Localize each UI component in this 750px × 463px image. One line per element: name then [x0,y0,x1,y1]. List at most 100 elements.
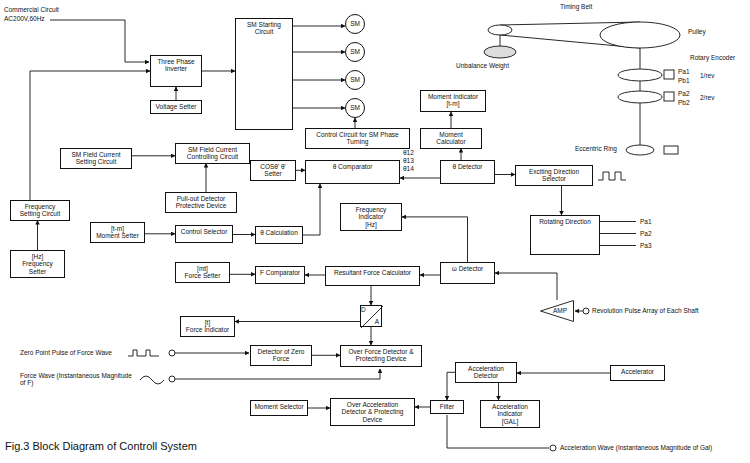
block-text: [GAL] [484,418,536,425]
connector [495,273,557,300]
pulse-wave [598,172,626,180]
block-text: SM [350,76,360,83]
block-text: Moment Calculator [424,131,478,146]
text-label: AC200V,60Hz [4,15,45,22]
block-box: Moment Selector [250,400,308,416]
motor-circle: SM [345,14,365,34]
block-text: Exciting Direction Selector [519,168,589,183]
block-text: Moment Setter [94,232,141,239]
block-box: Moment Indicator[t-m] [420,90,486,112]
block-box: Over Force Detector & Protecting Device [340,345,422,367]
text-label: Timing Belt [560,3,592,10]
connector [296,170,305,171]
block-box: SM Starting Circuit [235,18,293,130]
block-text: Over Force Detector & Protecting Device [344,348,418,363]
connector [230,274,255,275]
connector [303,184,320,235]
encoder-sensor [664,92,674,101]
block-text: Acceleration Detector [459,365,513,380]
block-box: Detector of Zero Force [250,345,312,366]
block-box: Three Phase Inverter [150,55,202,87]
connector [400,178,440,179]
sine-wave [140,376,164,384]
block-text: Acceleration Indicator [484,403,536,418]
connector [202,71,235,72]
block-text: θ Detector [444,163,491,170]
text-label: 1/rev [700,72,714,79]
connector [305,275,325,276]
connector [451,112,452,128]
encoder-disk [618,69,662,81]
block-text: Over Acceleration Detector & Protecting … [334,401,411,423]
text-label: 2/rev [700,94,714,101]
connector [293,52,345,53]
motor-circle: SM [345,98,365,118]
encoder-sensor [664,70,674,79]
block-box: Acceleration Indicator[GAL] [480,400,540,428]
block-text: F Comparator [259,269,301,276]
signal-wire [175,353,249,354]
block-box: θ Detector [440,160,495,184]
block-text: SM [350,48,360,55]
block-box: [t-m]Moment Setter [90,222,145,243]
signal-wire [575,311,583,312]
block-text: COSθ' θ' Setter [254,163,292,178]
converter-diagonal [361,306,383,328]
terminal [583,308,589,314]
connector [402,217,468,262]
signal-wire [600,233,636,234]
block-text: [mt] [179,265,226,272]
block-box: [mt]Force Setter [175,262,230,283]
block-box: Rotating Direction [530,215,600,255]
block-text: Control Selector [179,228,229,235]
block-text: A [375,318,379,325]
motor-circle: SM [345,70,365,90]
connector [517,373,610,374]
connector [461,149,462,161]
pulse-wave [128,350,159,356]
block-box: F Comparator [255,266,305,284]
block-box: Pull-out Detector Protective Device [165,192,237,213]
block-box: Control Circuit for SM Phase Turning [305,128,410,149]
block-text: θ Comparator [309,163,396,170]
block-box: Frequency Indicator[Hz] [340,203,402,231]
block-box: Acceleration Detector [455,362,517,383]
block-box: Over Acceleration Detector & Protecting … [330,398,415,426]
terminal [550,445,556,451]
connector [293,26,345,27]
block-box: Control Selector [175,225,233,243]
block-text: Pull-out Detector Protective Device [169,195,233,210]
ring-sensor [664,146,678,154]
text-label: Rotary Encoder [690,54,735,61]
connector [447,372,455,400]
block-text: [Hz] [344,221,398,228]
text-label: Pa1 [640,218,652,225]
text-label: Acceleration Wave (Instantaneous Magnitu… [560,444,712,451]
text-label: Pa2 [678,90,690,97]
block-text: Control Circuit for SM Phase Turning [309,131,406,146]
block-box: θ Comparator [305,160,400,184]
text-label: Pb2 [678,99,690,106]
text-label: Pb1 [678,77,690,84]
motor-pulley [488,25,512,35]
text-label: Pa3 [640,242,652,249]
signal-wire [600,245,636,246]
block-text: Resultant Force Calculator [329,269,416,276]
text-label: Force Wave (Instantaneous Magnitude of F… [20,372,135,387]
block-text: Moment Indicator [424,93,482,100]
block-text: Rotating Direction [534,218,596,225]
block-text: Frequency Indicator [344,206,398,221]
connector [30,71,150,200]
block-text: D [361,306,366,313]
connector [206,164,207,193]
text-label: Eccentric Ring [575,145,617,152]
text-label: θ12 [403,149,414,156]
block-text: AMP [553,307,567,314]
block-text: [t] [184,319,231,326]
connector [293,108,345,109]
text-label: Unbalance Weight [456,62,509,69]
connector [420,275,440,276]
block-text: Frequency Setter [14,260,61,275]
block-text: Force Indicator [184,326,231,333]
connector [371,286,372,305]
